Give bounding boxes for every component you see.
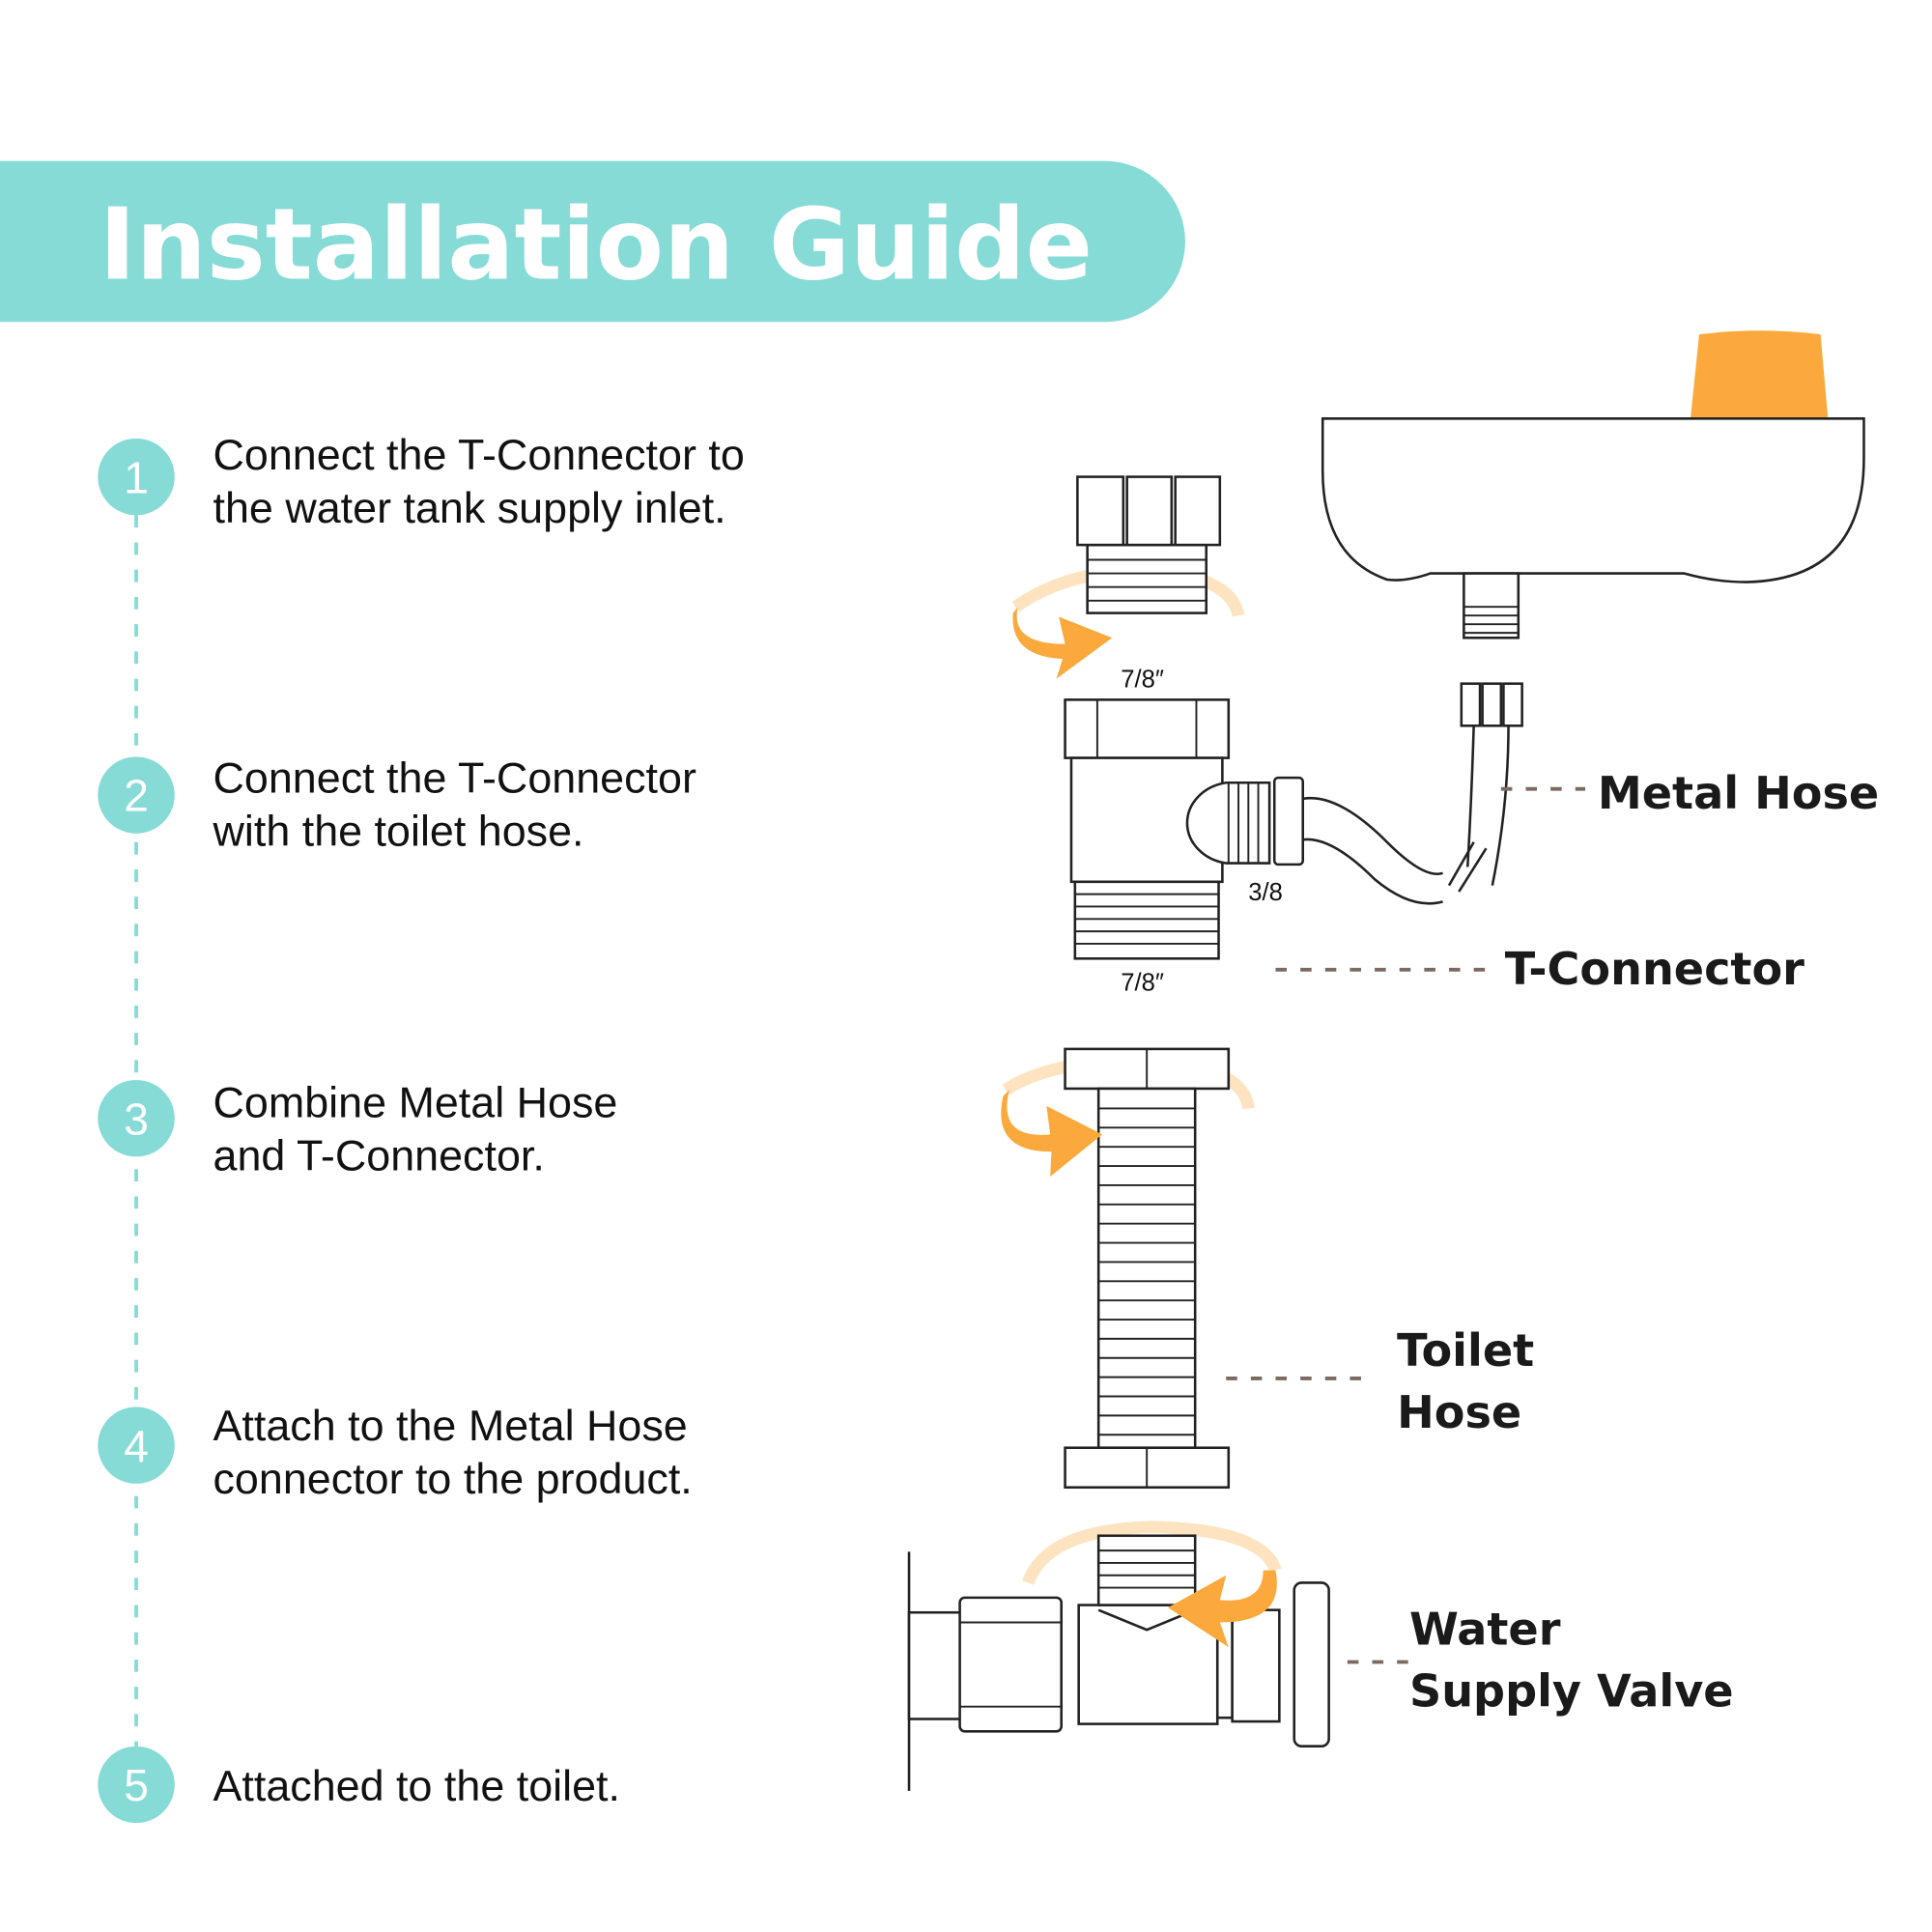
step-text: Connect the T-Connector to [213, 430, 745, 479]
step-number: 3 [124, 1094, 149, 1144]
step-text: Combine Metal Hose [213, 1077, 618, 1126]
label-metal-hose: Metal Hose [1598, 767, 1879, 819]
rotate-arrow-icon [1167, 1570, 1277, 1648]
bidet-product-illustration [1321, 330, 1865, 639]
step-text: and T-Connector. [213, 1131, 545, 1180]
step-3: 3 Combine Metal Hose and T-Connector. [98, 1077, 618, 1180]
label-toilet-hose: Toilet [1397, 1324, 1534, 1377]
dimension-side: 3/8 [1248, 879, 1283, 906]
label-water-supply-valve: Water [1409, 1604, 1561, 1656]
t-connector-illustration [1064, 698, 1443, 960]
step-number-badge [98, 438, 175, 516]
header-banner [0, 160, 1185, 323]
step-number: 5 [124, 1760, 149, 1810]
label-toilet-hose: Hose [1397, 1386, 1521, 1438]
step-text: with the toilet hose. [213, 807, 584, 856]
step-number-badge [98, 756, 175, 834]
rotate-arrow-icon [1012, 607, 1113, 679]
step-text: Attached to the toilet. [213, 1761, 620, 1810]
step-number: 1 [124, 452, 149, 502]
step-number-badge [98, 1079, 175, 1157]
water-supply-valve-illustration [907, 1520, 1330, 1791]
step-number-badge [98, 1406, 175, 1484]
label-t-connector: T-Connector [1505, 943, 1804, 995]
label-water-supply-valve: Supply Valve [1409, 1665, 1734, 1718]
toilet-hose-illustration [1001, 1047, 1255, 1490]
step-number: 2 [124, 771, 149, 821]
step-text: Connect the T-Connector [213, 753, 696, 803]
step-4: 4 Attach to the Metal Hose connector to … [98, 1401, 693, 1503]
dimension-top: 7/8″ [1121, 667, 1164, 694]
step-5: 5 Attached to the toilet. [98, 1746, 620, 1824]
rotate-arrow-icon [1001, 1090, 1103, 1177]
step-number: 4 [124, 1421, 149, 1471]
step-2: 2 Connect the T-Connector with the toile… [98, 753, 696, 856]
step-text: the water tank supply inlet. [213, 483, 726, 532]
bidet-knob [1690, 330, 1829, 419]
top-nut-illustration [1011, 475, 1245, 679]
metal-hose-illustration [1447, 682, 1523, 893]
step-1: 1 Connect the T-Connector to the water t… [98, 430, 745, 532]
step-number-badge [98, 1746, 175, 1824]
step-text: connector to the product. [213, 1454, 693, 1503]
dimension-bottom: 7/8″ [1121, 970, 1164, 997]
page-title: Installation Guide [99, 187, 1094, 302]
step-text: Attach to the Metal Hose [213, 1401, 688, 1450]
